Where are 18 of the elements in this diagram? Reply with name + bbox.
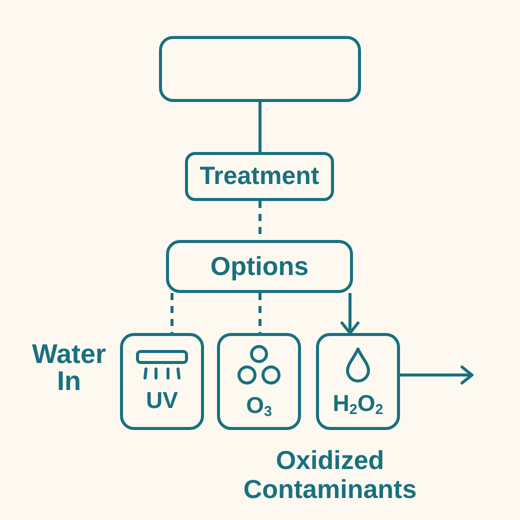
text-label: Water In — [30, 341, 107, 395]
node-label: Options — [210, 252, 309, 281]
arrow — [400, 366, 474, 384]
process-box — [185, 152, 334, 201]
process-box — [316, 333, 400, 430]
process-box — [217, 333, 301, 430]
process-box — [166, 240, 353, 293]
dashed-connector — [170, 293, 174, 333]
text-label: Oxidized Contaminants — [242, 446, 418, 504]
node-label: H$_{2}$O$_{2}$ — [332, 390, 384, 416]
node-label: O$_{3}$ — [246, 392, 272, 418]
connector-line — [258, 102, 262, 152]
node-label: UV — [146, 388, 178, 414]
dashed-connector — [258, 293, 262, 333]
process-box — [120, 333, 204, 430]
arrow — [340, 293, 360, 334]
rounded-box — [159, 36, 361, 102]
node-label: Treatment — [200, 162, 320, 190]
